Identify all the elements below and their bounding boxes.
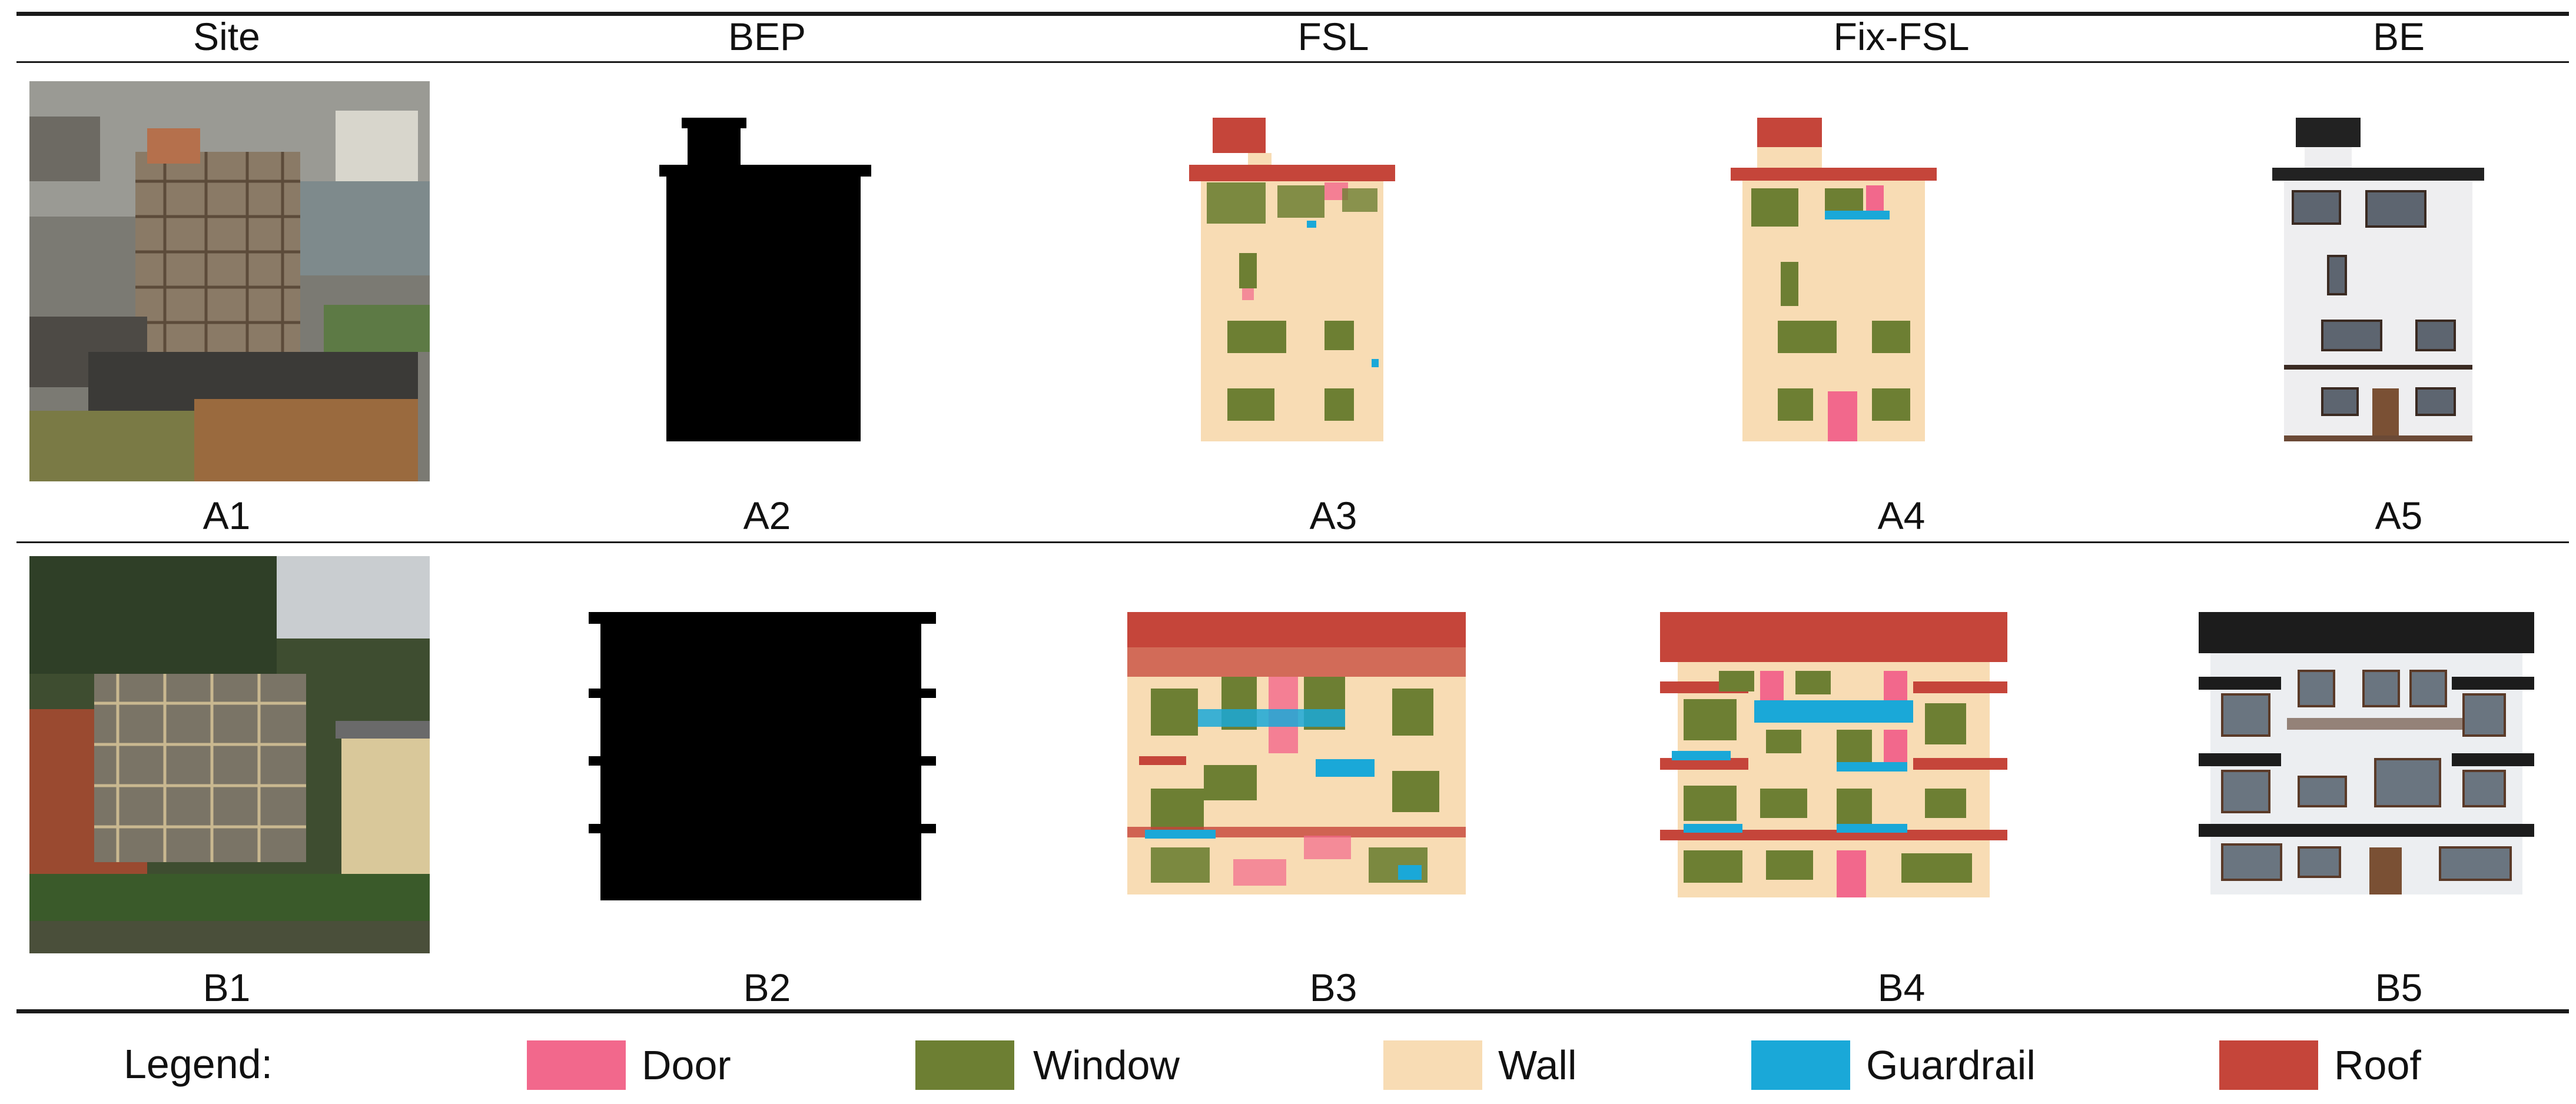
cell-label-b3: B3 (1309, 966, 1357, 1009)
legend-label-wall: Wall (1498, 1042, 1577, 1088)
site-photo-a1 (29, 81, 430, 481)
legend-label-door: Door (642, 1042, 731, 1088)
be-render-a5 (2272, 118, 2484, 441)
column-header-fix-fsl: Fix-FSL (1833, 15, 1970, 58)
cell-label-a1: A1 (203, 494, 251, 537)
legend-swatch-door (527, 1040, 626, 1090)
row-separator-rule (16, 541, 2569, 543)
cell-label-a3: A3 (1309, 494, 1357, 537)
fsl-segmentation-b3 (1127, 612, 1466, 894)
bottom-rule (16, 1009, 2569, 1013)
cell-label-a4: A4 (1877, 494, 1926, 537)
fsl-segmentation-a3 (1189, 118, 1401, 441)
column-header-bep: BEP (728, 15, 806, 58)
cell-label-b1: B1 (203, 966, 251, 1009)
legend-label-roof: Roof (2334, 1042, 2421, 1088)
fix-fsl-segmentation-a4 (1731, 118, 1943, 441)
top-rule (16, 12, 2569, 16)
legend-label-guardrail: Guardrail (1866, 1042, 2036, 1088)
legend-label-window: Window (1033, 1042, 1180, 1088)
be-render-b5 (2199, 612, 2534, 894)
legend-title: Legend: (124, 1041, 273, 1087)
fix-fsl-segmentation-b4 (1660, 612, 2007, 897)
cell-label-b2: B2 (743, 966, 791, 1009)
legend-swatch-wall (1383, 1040, 1482, 1090)
legend-swatch-roof (2219, 1040, 2318, 1090)
header-rule (16, 61, 2569, 63)
site-photo-b1 (29, 556, 430, 953)
column-header-be: BE (2372, 15, 2425, 58)
cell-label-b4: B4 (1877, 966, 1926, 1009)
bep-mask-b2 (589, 612, 936, 900)
legend-swatch-window (915, 1040, 1014, 1090)
cell-label-b5: B5 (2375, 966, 2423, 1009)
cell-label-a5: A5 (2375, 494, 2423, 537)
column-header-site: Site (193, 15, 260, 58)
legend-swatch-guardrail (1751, 1040, 1850, 1090)
column-header-fsl: FSL (1297, 15, 1369, 58)
bep-mask-a2 (659, 118, 871, 441)
cell-label-a2: A2 (743, 494, 791, 537)
